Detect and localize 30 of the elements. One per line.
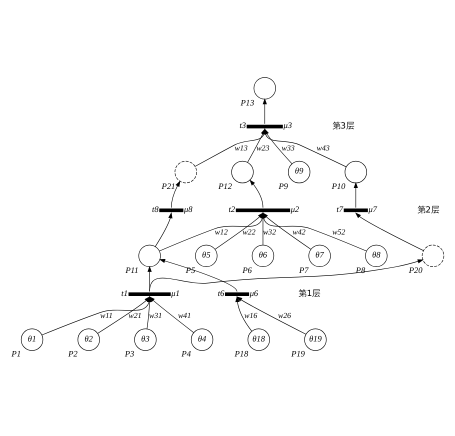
node-label: P11 — [125, 264, 138, 274]
node-label: P4 — [181, 348, 190, 358]
node-label: P13 — [240, 96, 254, 107]
node-label: P12 — [218, 180, 232, 191]
node-label: P20 — [408, 264, 422, 274]
node-label: P21 — [161, 180, 175, 191]
node-label: P18 — [234, 348, 248, 358]
label: 第2层 — [416, 204, 438, 214]
node-label: P9 — [278, 180, 288, 191]
label: 第1层 — [298, 288, 320, 298]
node-label: μ2 — [290, 203, 299, 214]
node-label: t8 — [152, 203, 158, 214]
node-label: μ8 — [183, 203, 192, 214]
node-label: t3 — [238, 120, 246, 130]
node-label: P7 — [298, 264, 308, 274]
node-label: P6 — [242, 264, 252, 274]
node-label: μ1 — [170, 287, 180, 298]
node-label: P3 — [124, 348, 134, 358]
label: 第3层 — [332, 120, 354, 130]
node-label: t7 — [336, 203, 343, 214]
node-label: t6 — [217, 287, 224, 298]
node-label: P19 — [290, 348, 304, 358]
node-label: P2 — [68, 348, 78, 358]
node-label: μ3 — [282, 120, 292, 130]
node-label: P1 — [11, 348, 20, 358]
node-label: μ7 — [368, 203, 376, 214]
node-label: t2 — [228, 203, 235, 214]
node-label: μ6 — [249, 287, 258, 298]
node-label: P10 — [331, 180, 345, 191]
node-label: t1 — [120, 287, 128, 298]
